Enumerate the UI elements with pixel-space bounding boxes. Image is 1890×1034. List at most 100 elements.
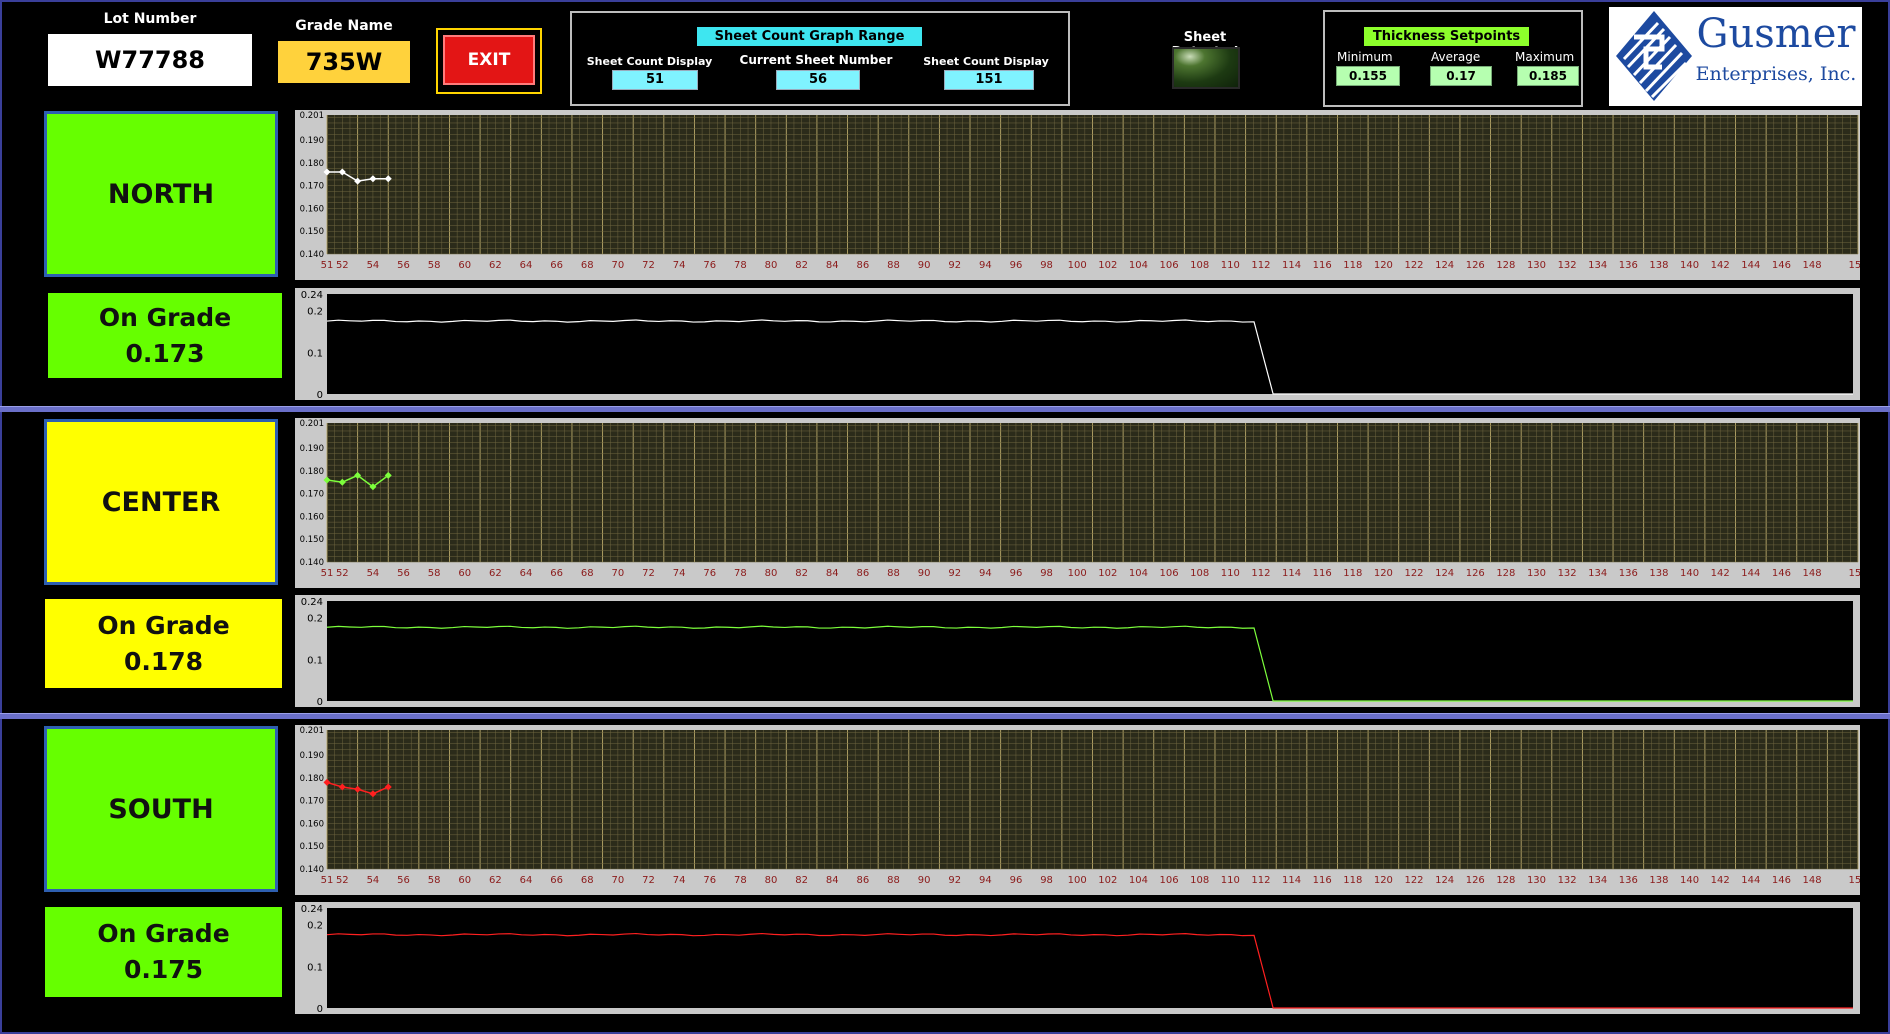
x-tick-label: 130 [1527, 568, 1546, 579]
x-tick-label: 128 [1496, 568, 1515, 579]
x-tick-label: 68 [581, 260, 594, 271]
y-tick-label: 0.140 [300, 250, 324, 260]
x-tick-label: 120 [1374, 875, 1393, 886]
display-max-field[interactable]: 151 [944, 70, 1034, 90]
x-tick-label: 86 [856, 568, 869, 579]
x-tick-label: 136 [1619, 875, 1638, 886]
x-tick-label: 64 [520, 568, 533, 579]
x-tick-label: 116 [1313, 260, 1332, 271]
x-tick-label: 122 [1404, 875, 1423, 886]
x-tick-label: 60 [458, 568, 471, 579]
y-tick-label: 0.140 [300, 558, 324, 568]
x-tick-label: 58 [428, 875, 441, 886]
y-tick-label: 0.170 [300, 797, 324, 807]
average-label: Average [1431, 50, 1481, 64]
x-tick-label: 148 [1803, 875, 1822, 886]
x-tick-label: 132 [1558, 568, 1577, 579]
x-tick-label: 108 [1190, 568, 1209, 579]
data-point [354, 471, 362, 479]
x-tick-label: 104 [1129, 260, 1148, 271]
current-sheet-label: Current Sheet Number [739, 53, 893, 67]
x-tick-label: 68 [581, 568, 594, 579]
x-tick-label: 56 [397, 568, 410, 579]
section-separator [0, 713, 1890, 719]
y-tick-label: 0.2 [307, 307, 323, 318]
y-tick-label: 0.150 [300, 842, 324, 852]
x-tick-label: 148 [1803, 260, 1822, 271]
x-tick-label: 62 [489, 568, 502, 579]
x-tick-label: 78 [734, 875, 747, 886]
data-point [369, 483, 377, 491]
x-tick-label: 98 [1040, 568, 1053, 579]
x-tick-label: 151 [1848, 260, 1860, 271]
x-tick-label: 132 [1558, 260, 1577, 271]
x-tick-label: 96 [1010, 568, 1023, 579]
y-tick-label: 0.170 [300, 490, 324, 500]
data-point [323, 778, 331, 786]
series-line [326, 319, 1853, 395]
y-tick-label: 0.201 [300, 111, 324, 121]
x-tick-label: 138 [1649, 260, 1668, 271]
minimum-field[interactable]: 0.155 [1336, 66, 1400, 86]
x-tick-label: 114 [1282, 260, 1301, 271]
x-tick-label: 90 [918, 568, 931, 579]
x-tick-label: 96 [1010, 875, 1023, 886]
y-tick-label: 0.201 [300, 419, 324, 429]
y-tick-label: 0 [317, 390, 323, 400]
grade-name-label: Grade Name [295, 18, 393, 34]
y-tick-label: 0.160 [300, 819, 324, 829]
x-tick-label: 100 [1068, 875, 1087, 886]
x-tick-label: 70 [612, 875, 625, 886]
x-tick-label: 78 [734, 260, 747, 271]
data-point [369, 790, 377, 798]
x-tick-label: 56 [397, 260, 410, 271]
x-tick-label: 106 [1160, 568, 1179, 579]
series-line [326, 932, 1853, 1009]
x-tick-label: 88 [887, 875, 900, 886]
x-tick-label: 126 [1466, 875, 1485, 886]
x-tick-label: 124 [1435, 875, 1454, 886]
y-tick-label: 0.24 [301, 290, 323, 301]
x-tick-label: 60 [458, 260, 471, 271]
x-tick-label: 126 [1466, 568, 1485, 579]
x-tick-label: 104 [1129, 568, 1148, 579]
y-tick-label: 0.2 [307, 614, 323, 625]
data-point [369, 175, 377, 183]
y-tick-label: 0.160 [300, 512, 324, 522]
x-tick-label: 82 [795, 875, 808, 886]
x-tick-label: 52 [336, 568, 349, 579]
plot-area [327, 601, 1853, 701]
x-tick-label: 80 [765, 260, 778, 271]
x-tick-label: 142 [1711, 568, 1730, 579]
grade-name-field[interactable]: 735W [278, 41, 410, 83]
average-field[interactable]: 0.17 [1430, 66, 1492, 86]
display-min-field[interactable]: 51 [612, 70, 698, 90]
x-tick-label: 58 [428, 568, 441, 579]
x-tick-label: 94 [979, 568, 992, 579]
x-tick-label: 122 [1404, 568, 1423, 579]
x-tick-label: 100 [1068, 260, 1087, 271]
x-tick-label: 51 [321, 875, 334, 886]
x-tick-label: 102 [1098, 260, 1117, 271]
grade-status-text: On Grade [97, 610, 230, 640]
x-tick-label: 80 [765, 568, 778, 579]
data-point [338, 168, 346, 176]
x-tick-label: 108 [1190, 260, 1209, 271]
x-tick-label: 140 [1680, 568, 1699, 579]
grade-status-text: On Grade [98, 302, 232, 332]
y-tick-label: 0.1 [307, 962, 323, 973]
x-tick-label: 130 [1527, 260, 1546, 271]
data-point [338, 783, 346, 791]
plot-area [327, 294, 1853, 394]
gusmer-logo-subtitle: Enterprises, Inc. [1695, 63, 1857, 85]
x-tick-label: 106 [1160, 875, 1179, 886]
sheet-detected-indicator [1172, 47, 1240, 89]
lot-number-field[interactable]: W77788 [48, 34, 252, 86]
exit-button[interactable]: EXIT [443, 35, 535, 85]
maximum-field[interactable]: 0.185 [1517, 66, 1579, 86]
x-tick-label: 52 [336, 260, 349, 271]
y-tick-label: 0.180 [300, 774, 324, 784]
x-tick-label: 138 [1649, 568, 1668, 579]
